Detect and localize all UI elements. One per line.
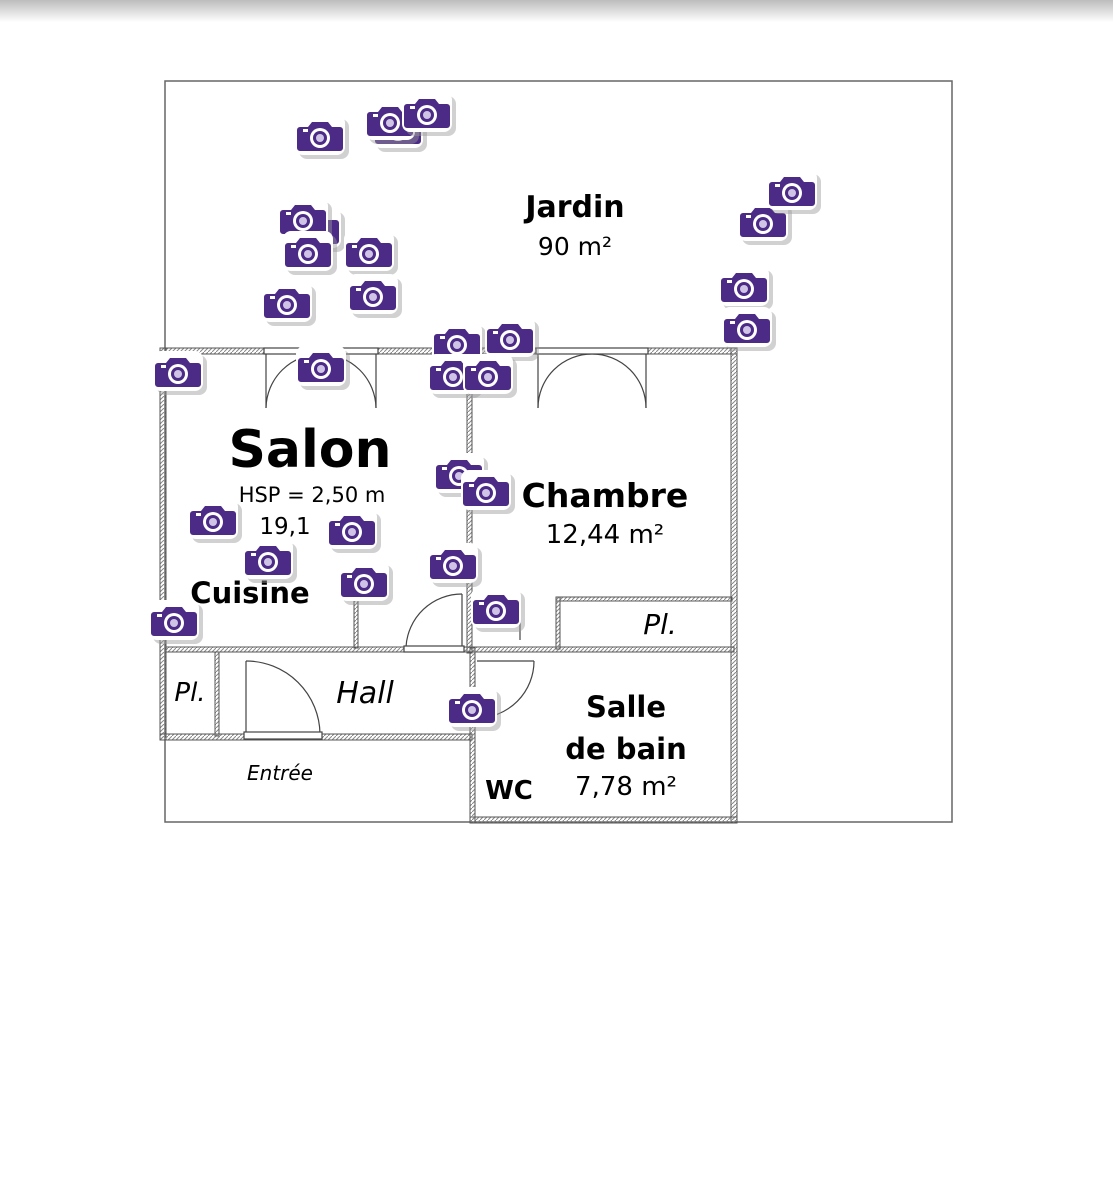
camera-icon[interactable] xyxy=(295,344,350,390)
top-shadow-bar xyxy=(0,0,1113,22)
camera-icon[interactable] xyxy=(766,168,821,214)
room-jardin-area: 90 m² xyxy=(537,232,613,261)
room-entree: Entrée xyxy=(247,761,313,785)
room-salon-hsp: HSP = 2,50 m xyxy=(238,483,386,507)
room-salon-area: 19,1 xyxy=(259,514,311,540)
camera-icon[interactable] xyxy=(242,537,297,583)
room-placard-chambre: Pl. xyxy=(643,608,677,641)
camera-icon[interactable] xyxy=(338,559,393,605)
camera-icon[interactable] xyxy=(737,199,792,245)
camera-icon[interactable] xyxy=(261,280,316,326)
camera-icon[interactable] xyxy=(294,113,349,159)
camera-icon[interactable] xyxy=(148,598,203,644)
camera-icon[interactable] xyxy=(187,497,242,543)
camera-icon[interactable] xyxy=(431,320,486,366)
room-sdb-name-2: de bain xyxy=(565,732,687,766)
room-sdb-area: 7,78 m² xyxy=(575,772,677,802)
camera-icon[interactable] xyxy=(343,229,398,275)
camera-icon[interactable] xyxy=(282,229,337,275)
camera-icon[interactable] xyxy=(401,90,456,136)
room-jardin-name: Jardin xyxy=(525,190,625,225)
camera-icon[interactable] xyxy=(718,264,773,310)
camera-icon[interactable] xyxy=(470,586,525,632)
room-salon-name: Salon xyxy=(228,420,392,480)
camera-icon[interactable] xyxy=(446,685,501,731)
room-sdb-name-1: Salle xyxy=(585,690,666,724)
camera-icon[interactable] xyxy=(347,272,402,318)
room-chambre-area: 12,44 m² xyxy=(545,520,665,550)
camera-icon[interactable] xyxy=(152,349,207,395)
room-hall-name: Hall xyxy=(336,676,394,711)
camera-icon[interactable] xyxy=(427,541,482,587)
camera-icon[interactable] xyxy=(484,315,539,361)
camera-icon[interactable] xyxy=(462,352,517,398)
camera-icon[interactable] xyxy=(460,468,515,514)
room-cuisine-name: Cuisine xyxy=(190,576,310,610)
camera-icon[interactable] xyxy=(721,305,776,351)
camera-icon[interactable] xyxy=(326,507,381,553)
room-wc: WC xyxy=(485,776,533,806)
room-placard-hall: Pl. xyxy=(174,678,206,708)
room-chambre-name: Chambre xyxy=(521,476,689,515)
